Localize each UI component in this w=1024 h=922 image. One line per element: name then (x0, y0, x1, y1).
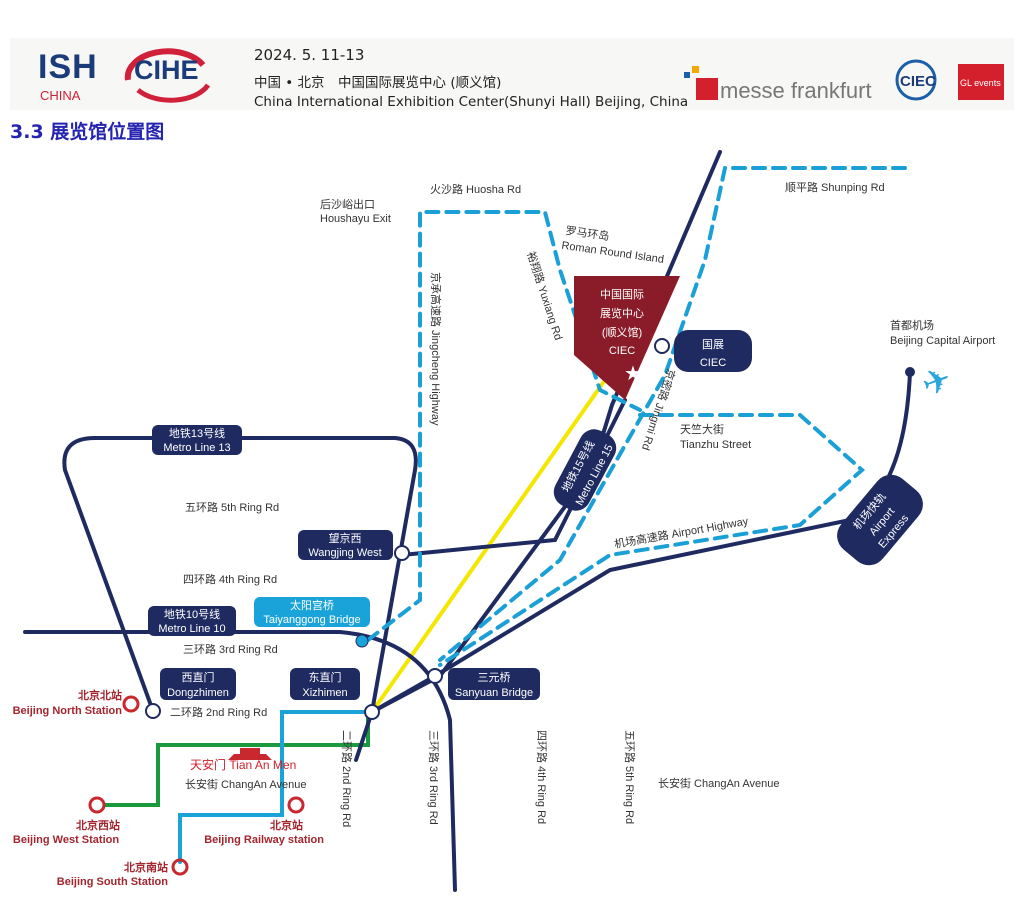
ciec-logo: CIEC (900, 73, 936, 90)
map-label: Beijing Railway station (204, 834, 324, 846)
map-label: 四环路 4th Ring Rd (535, 730, 548, 824)
airport-express-badge (837, 474, 923, 566)
map-label: 火沙路 Huosha Rd (430, 183, 521, 196)
map-label: (顺义馆) (602, 325, 642, 339)
map-label: 京密路 Jingmi Rd (639, 367, 679, 452)
event-date: 2024. 5. 11-13 (254, 46, 365, 64)
map-label: Beijing West Station (13, 834, 119, 846)
map-label: 五环路 5th Ring Rd (185, 501, 279, 514)
ciec-station-badge (674, 330, 752, 372)
metro10-badge (148, 606, 236, 636)
dongzhimen-badge (160, 668, 236, 700)
map-label: 三元桥 (478, 671, 511, 684)
ish-logo: ISH (38, 48, 98, 86)
ciec-venue (574, 276, 680, 400)
rail-station-icons (88, 695, 305, 876)
airport-dot (905, 367, 915, 377)
map-label: 北京西站 (76, 818, 120, 832)
sanyuan-badge (448, 668, 540, 700)
map-label: 东直门 (309, 670, 342, 684)
map-label: Tianzhu Street (680, 439, 751, 451)
map-label: 太阳宫桥 (290, 598, 334, 612)
dashed-route-jingcheng (366, 210, 642, 642)
map-label: 四环路 4th Ring Rd (183, 573, 277, 586)
map-label: Wangjing West (308, 547, 381, 559)
map-label: 二环路 2nd Ring Rd (340, 730, 353, 827)
map-label: CIEC (700, 357, 726, 369)
map-label: 五环路 5th Ring Rd (623, 730, 636, 824)
map-label: 天竺大街 (680, 422, 724, 436)
partner-logos: CIEC GL events (895, 59, 1004, 101)
xizhimen-badge (290, 668, 360, 700)
airplane-icon: ✈ (917, 359, 957, 404)
venue-en: China International Exhibition Center(Sh… (254, 94, 689, 110)
map-label: 天安门 Tian An Men (190, 757, 296, 772)
map-label: 二环路 2nd Ring Rd (170, 706, 267, 719)
map-label: Metro Line 13 (163, 442, 230, 454)
map-label: Dongzhimen (167, 687, 229, 699)
map-label: 三环路 3rd Ring Rd (183, 643, 278, 656)
venue-cn: 中国 • 北京 中国国际展览中心 (顺义馆) (254, 75, 502, 91)
map-label: 北京站 (270, 818, 303, 832)
roundabout-icons (145, 338, 670, 720)
messe-logo-icon (684, 66, 718, 100)
map-label: 三环路 3rd Ring Rd (427, 730, 440, 825)
map-label: Houshayu Exit (320, 213, 391, 225)
wangjing-badge (298, 530, 393, 560)
cihe-logo-arc (124, 48, 211, 103)
map-label: Metro Line 10 (158, 623, 225, 635)
map-label: 望京西 (329, 531, 362, 545)
map-label: 中国国际 (600, 288, 644, 301)
map-label: 北京南站 (124, 860, 168, 874)
gl-events-logo: GL events (960, 78, 1001, 88)
map-label: 长安街 ChangAn Avenue (185, 777, 306, 791)
jingmi-road (370, 150, 722, 714)
map-label: 顺平路 Shunping Rd (785, 181, 885, 194)
map-label: 展览中心 (600, 306, 644, 320)
tiananmen-icon (228, 748, 272, 760)
ish-logo-sub: CHINA (40, 88, 81, 103)
dashed-route-tianzhu (438, 413, 866, 667)
cyan-route (178, 710, 374, 864)
ring-2-segment (354, 710, 374, 762)
dashed-route-shunping (438, 166, 907, 662)
metro-10-line (23, 630, 457, 892)
map-label: Sanyuan Bridge (455, 687, 533, 699)
messe-frankfurt-logo: messe frankfurt (720, 78, 872, 103)
metro-13-line (62, 436, 418, 714)
green-route (103, 710, 370, 807)
map-label: Taiyanggong Bridge (263, 614, 360, 626)
map-label: CIEC (609, 345, 635, 357)
taiyanggong-badge (254, 597, 370, 627)
cihe-logo: CIHE (134, 55, 199, 85)
map-label: 地铁10号线 (164, 607, 220, 621)
metro13-badge (152, 425, 242, 455)
map-label: 国展 (702, 338, 724, 351)
metro15-badge (553, 429, 617, 511)
taiyanggong-dot (355, 634, 369, 648)
star-icon: ★ (624, 363, 642, 385)
map-label: 京承高速路 Jingcheng Highway (429, 272, 443, 426)
map-label: 北京北站 (78, 688, 122, 702)
map-label: 长安街 ChangAn Avenue (658, 776, 779, 790)
map-label: 地铁13号线 (169, 426, 225, 440)
map-label: Roman Round Island (561, 240, 665, 266)
map-label: Beijing Capital Airport (890, 335, 995, 347)
map-label: Xizhimen (302, 687, 347, 699)
map-label: 首都机场 (890, 318, 934, 332)
map-label: 后沙峪出口 (320, 197, 375, 211)
map-label: Beijing North Station (13, 705, 123, 717)
map-label: 西直门 (182, 670, 215, 684)
map-label: Beijing South Station (57, 876, 168, 888)
page-title: 3.3 展览馆位置图 (10, 121, 165, 143)
